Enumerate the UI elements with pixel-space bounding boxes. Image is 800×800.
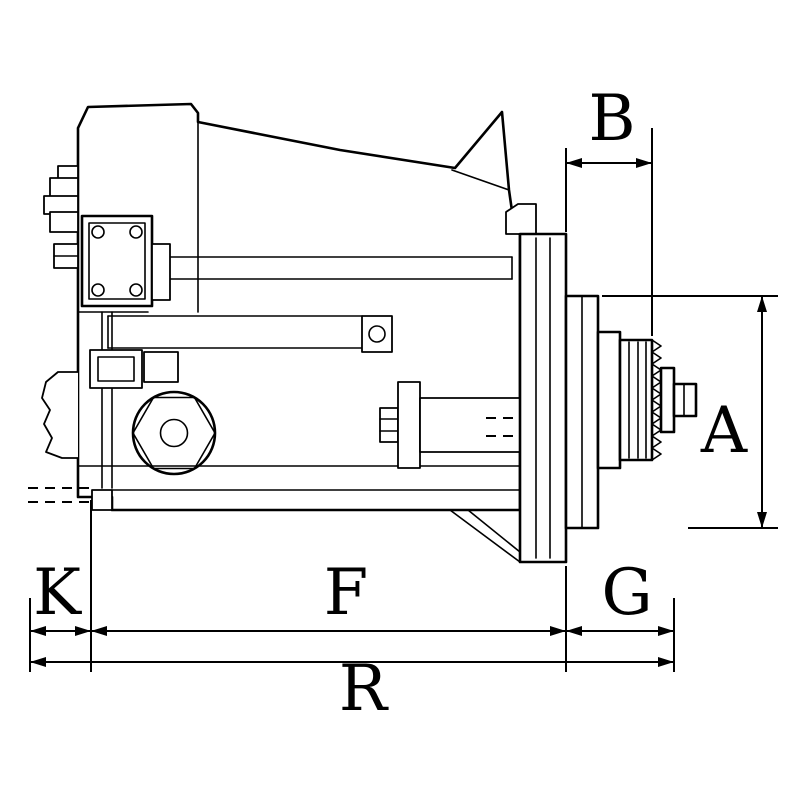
bracket-bolt-3 — [91, 283, 105, 297]
shaft-washer-disc — [397, 381, 421, 469]
shaft-nut — [379, 407, 399, 443]
dim-a-arrow-bottom — [757, 512, 767, 528]
dimension-label-k: K — [33, 556, 82, 630]
dimension-b: B — [565, 82, 653, 336]
casting-lobe — [41, 371, 78, 459]
hex-plug-center — [159, 418, 189, 448]
terminal-bracket — [80, 214, 154, 308]
flange-gusset-2 — [449, 509, 521, 563]
bracket-bolt-4 — [129, 283, 143, 297]
armature-shaft — [419, 397, 531, 453]
motor-body — [28, 102, 531, 512]
bracket-bolt-1 — [91, 225, 105, 239]
dim-g-arrow-right — [658, 626, 674, 636]
pinion-gear-teeth — [651, 339, 662, 461]
knob-step-2 — [49, 177, 79, 199]
housing-fin-line — [451, 169, 510, 191]
dimension-label-a: A — [700, 394, 748, 468]
dimension-bottom-group: K F G R — [29, 500, 675, 726]
flange-gusset-1 — [467, 509, 521, 553]
dim-r-arrow-left — [30, 657, 46, 667]
dimension-label-r: R — [339, 652, 389, 726]
foot-step — [91, 489, 113, 511]
pivot-pin — [368, 325, 386, 343]
flange-plate — [518, 232, 568, 564]
dim-f-arrow-right — [550, 626, 566, 636]
dimension-label-f: F — [324, 556, 368, 630]
dim-b-arrow-left — [566, 158, 582, 168]
dimension-label-g: G — [601, 556, 652, 630]
hex-plug-boss — [131, 390, 217, 476]
clamp-side-plate — [143, 351, 179, 383]
rod-clamp-inner — [97, 356, 135, 382]
dimension-a: A — [602, 295, 778, 529]
flange-top-lug — [505, 203, 537, 235]
pinion-shaft — [564, 294, 698, 530]
dim-k-arrow-right — [75, 626, 91, 636]
dim-f-arrow-left — [91, 626, 107, 636]
mounting-flange — [449, 203, 568, 564]
bearing-collar — [596, 330, 622, 470]
terminal-bracket-inner — [88, 222, 146, 300]
bracket-side-block — [151, 243, 171, 301]
dim-g-arrow-left — [566, 626, 582, 636]
dim-r-arrow-right — [658, 657, 674, 667]
knob-step-4 — [49, 211, 79, 233]
dim-b-arrow-right — [636, 158, 652, 168]
dimension-label-b: B — [588, 82, 635, 156]
shaft-tip — [672, 382, 698, 418]
dim-a-arrow-top — [757, 296, 767, 312]
dim-k-arrow-left — [30, 626, 46, 636]
pinion-gear — [618, 338, 654, 462]
hex-plug-nut — [132, 396, 216, 470]
pivot-block — [361, 315, 393, 353]
bracket-bolt-2 — [129, 225, 143, 239]
shaft-collar — [659, 366, 676, 434]
